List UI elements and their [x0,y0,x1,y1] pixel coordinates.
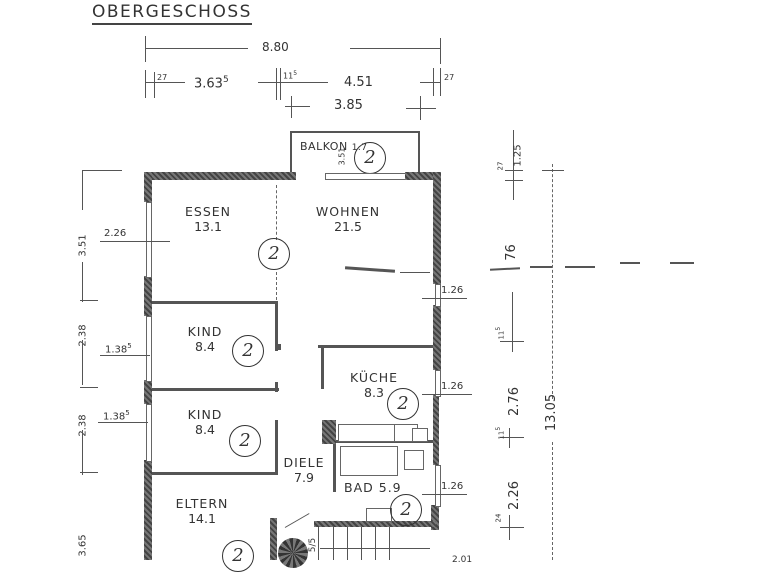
essen-circle-mark: 2 [258,238,290,270]
essen-window-dimension: 2.26 [104,228,127,239]
essen-height-dimension: 3.51 [77,234,89,257]
door-swing-icon [278,538,308,568]
right-wall-b-dimension: 115 [495,426,506,440]
plan-title: OBERGESCHOSS [92,2,252,25]
kind-2-height-dimension: 2.38 [77,414,89,437]
kind-2-circle-mark: 2 [229,425,261,457]
room-kueche: KÜCHE 8.3 [349,370,399,400]
wohnen-window-dimension: 1.26 [441,285,464,296]
left-span-dimension: 3.635 [194,75,229,92]
right-wohnen-dimension: 76 [503,244,519,261]
overall-height-dimension: 13.05 [544,393,560,432]
room-kind-1: KIND 8.4 [187,324,223,354]
kind-2-window-dimension: 1.385 [103,409,130,423]
kueche-circle-mark: 2 [387,388,419,420]
room-wohnen: WOHNEN 21.5 [315,204,381,234]
left-wall-dimension: 27 [157,73,168,82]
wc [366,508,392,522]
kind-1-window-dimension: 1.385 [105,342,132,356]
right-bad-dimension: 2.26 [506,481,522,510]
right-top-wall-dimension: 27 [496,161,505,171]
room-diele: DIELE 7.9 [283,455,325,485]
room-kind-2: KIND 8.4 [187,407,223,437]
stair-label: 5/5 [308,537,319,553]
inner-wall-dimension: 115 [283,70,298,81]
right-kueche-dimension: 2.76 [506,387,522,416]
right-span-dimension: 4.51 [344,75,373,90]
balcony-circle-mark: 2 [354,142,386,174]
right-balcony-depth-dimension: 1.25 [512,144,524,167]
overall-width-dimension: 8.80 [262,40,289,54]
right-wall-a-dimension: 115 [495,326,506,340]
room-essen: ESSEN 13.1 [184,204,231,234]
kind-1-height-dimension: 2.38 [77,324,89,347]
balcony-depth-dimension: 3.51 [337,147,347,166]
eltern-height-dimension: 3.65 [77,534,89,557]
room-bad: BAD 5.9 [344,480,402,495]
bad-circle-mark: 2 [390,494,422,526]
bad-window-dimension: 1.26 [441,481,464,492]
kueche-window-dimension: 1.26 [441,381,464,392]
kind-1-circle-mark: 2 [232,335,264,367]
bottom-right-dimension-fragment: 2.01 [452,555,473,565]
eltern-circle-mark: 2 [222,540,254,572]
right-wall-c-dimension: 24 [494,513,503,523]
right-wall-dimension: 27 [444,73,455,82]
room-eltern: ELTERN 14.1 [175,496,229,526]
balcony-width-dimension: 3.85 [334,98,363,113]
